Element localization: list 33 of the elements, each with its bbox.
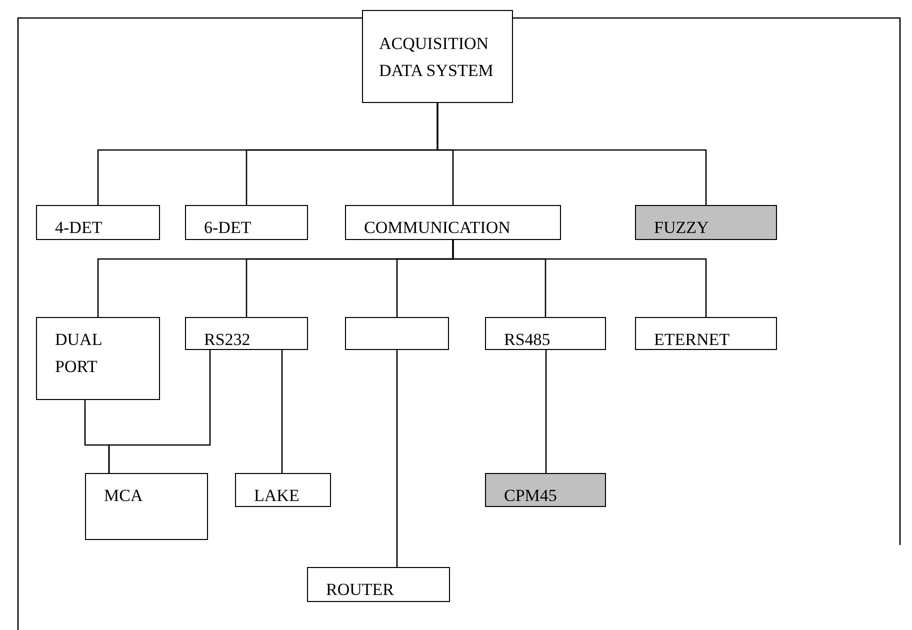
connector-line — [396, 350, 398, 567]
node-label: RS485 — [504, 329, 550, 351]
node-box — [485, 473, 606, 507]
node-label: 4-DET — [55, 217, 102, 239]
node-label: MCA — [104, 485, 143, 507]
node-label: COMMUNICATION — [364, 217, 510, 239]
node-box — [362, 10, 513, 103]
node-label: ETERNET — [654, 329, 730, 351]
node-box — [485, 317, 606, 350]
node-box — [85, 473, 208, 540]
node-label: 6-DET — [204, 217, 252, 239]
node-box — [36, 205, 160, 240]
node-box — [345, 205, 561, 240]
connector-line — [436, 103, 707, 205]
connector-line — [108, 350, 211, 473]
connector-line — [452, 240, 707, 317]
node-box — [345, 317, 449, 350]
node-label: DUAL PORT — [55, 329, 103, 378]
node-label: RS232 — [204, 329, 250, 351]
node-label: LAKE — [254, 485, 300, 507]
node-label: ACQUISITION DATA SYSTEM — [379, 32, 494, 82]
node-box — [185, 205, 308, 240]
node-box — [36, 317, 160, 400]
node-box — [635, 205, 777, 240]
connector-line — [281, 350, 283, 473]
node-box — [235, 473, 331, 507]
node-box — [635, 317, 777, 350]
node-label: FUZZY — [654, 217, 709, 239]
node-label: ROUTER — [326, 579, 394, 601]
node-box — [185, 317, 308, 350]
node-box — [307, 567, 450, 602]
node-label: CPM45 — [504, 485, 557, 507]
connector-line — [545, 350, 547, 473]
